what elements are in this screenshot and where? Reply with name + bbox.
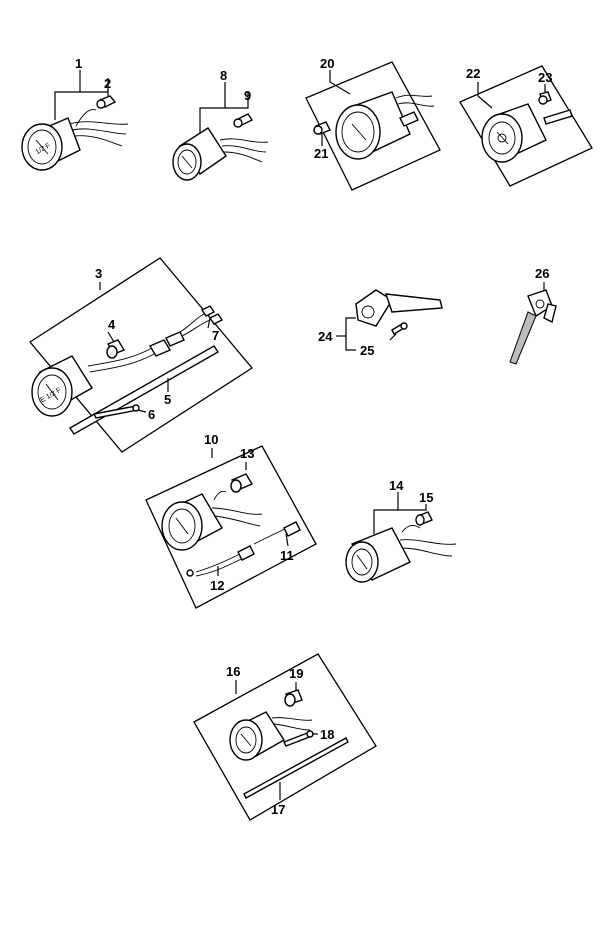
bulb-part-4 bbox=[106, 339, 126, 359]
assembly-22-gauge: 22 23 bbox=[459, 65, 593, 187]
label-10: 10 bbox=[204, 432, 218, 447]
label-7: 7 bbox=[212, 328, 219, 343]
label-19: 19 bbox=[289, 666, 303, 681]
label-25: 25 bbox=[360, 343, 374, 358]
bulb-part-9 bbox=[233, 113, 254, 128]
label-21: 21 bbox=[314, 146, 328, 161]
label-11: 11 bbox=[280, 548, 294, 563]
label-3: 3 bbox=[95, 266, 102, 281]
bulb-part-23 bbox=[538, 91, 552, 105]
label-20: 20 bbox=[320, 56, 334, 71]
label-1: 1 bbox=[75, 56, 82, 71]
screw-part-25 bbox=[391, 322, 408, 335]
harness-part-12 bbox=[186, 545, 255, 577]
label-6: 6 bbox=[148, 407, 155, 422]
assembly-16-gauge: 16 17 18 19 bbox=[193, 653, 377, 821]
tube-part-17 bbox=[243, 737, 349, 799]
gauge-part-22 bbox=[481, 103, 573, 163]
gauge-part-14 bbox=[345, 524, 457, 583]
assembly-24-sender: 24 25 bbox=[318, 289, 443, 358]
gauge-part-3: E 1/2 F bbox=[31, 355, 93, 417]
label-8: 8 bbox=[220, 68, 227, 83]
gauge-part-16 bbox=[229, 711, 313, 761]
label-12: 12 bbox=[210, 578, 224, 593]
sender-part-24 bbox=[355, 289, 443, 327]
assembly-20-gauge: 20 21 bbox=[305, 56, 441, 191]
assembly-3-gauge: E 1/2 F 3 4 5 6 7 bbox=[29, 257, 253, 453]
bulb-part-19 bbox=[284, 689, 303, 707]
label-26: 26 bbox=[535, 266, 549, 281]
bulb-part-2 bbox=[96, 95, 117, 109]
label-15: 15 bbox=[419, 490, 433, 505]
bulb-part-15 bbox=[415, 511, 433, 526]
assembly-8-gauge: 8 9 bbox=[172, 68, 269, 181]
label-5: 5 bbox=[164, 392, 171, 407]
label-17: 17 bbox=[271, 802, 285, 817]
sender-part-26 bbox=[509, 289, 557, 365]
assembly-10-gauge: 10 11 12 13 bbox=[145, 432, 317, 609]
label-2: 2 bbox=[104, 76, 111, 91]
label-24: 24 bbox=[318, 329, 333, 344]
label-13: 13 bbox=[240, 446, 254, 461]
label-18: 18 bbox=[320, 727, 334, 742]
bulb-part-13 bbox=[230, 473, 254, 493]
assembly-1-gauge: 1/2 F 1 2 bbox=[21, 56, 129, 171]
assembly-26-sender: 26 bbox=[509, 266, 557, 365]
gauge-part-1: 1/2 F bbox=[21, 109, 129, 171]
assembly-14-gauge: 14 15 bbox=[345, 478, 457, 583]
label-4: 4 bbox=[108, 317, 116, 332]
band-part-18 bbox=[283, 730, 314, 747]
gauge-part-20 bbox=[335, 91, 435, 160]
bulb-part-21 bbox=[313, 121, 331, 135]
gauge-part-10 bbox=[161, 490, 263, 551]
gauge-part-8 bbox=[172, 127, 269, 181]
label-14: 14 bbox=[389, 478, 404, 493]
label-22: 22 bbox=[466, 66, 480, 81]
label-16: 16 bbox=[226, 664, 240, 679]
label-9: 9 bbox=[244, 88, 251, 103]
harness-part-11 bbox=[253, 521, 301, 547]
label-23: 23 bbox=[538, 70, 552, 85]
